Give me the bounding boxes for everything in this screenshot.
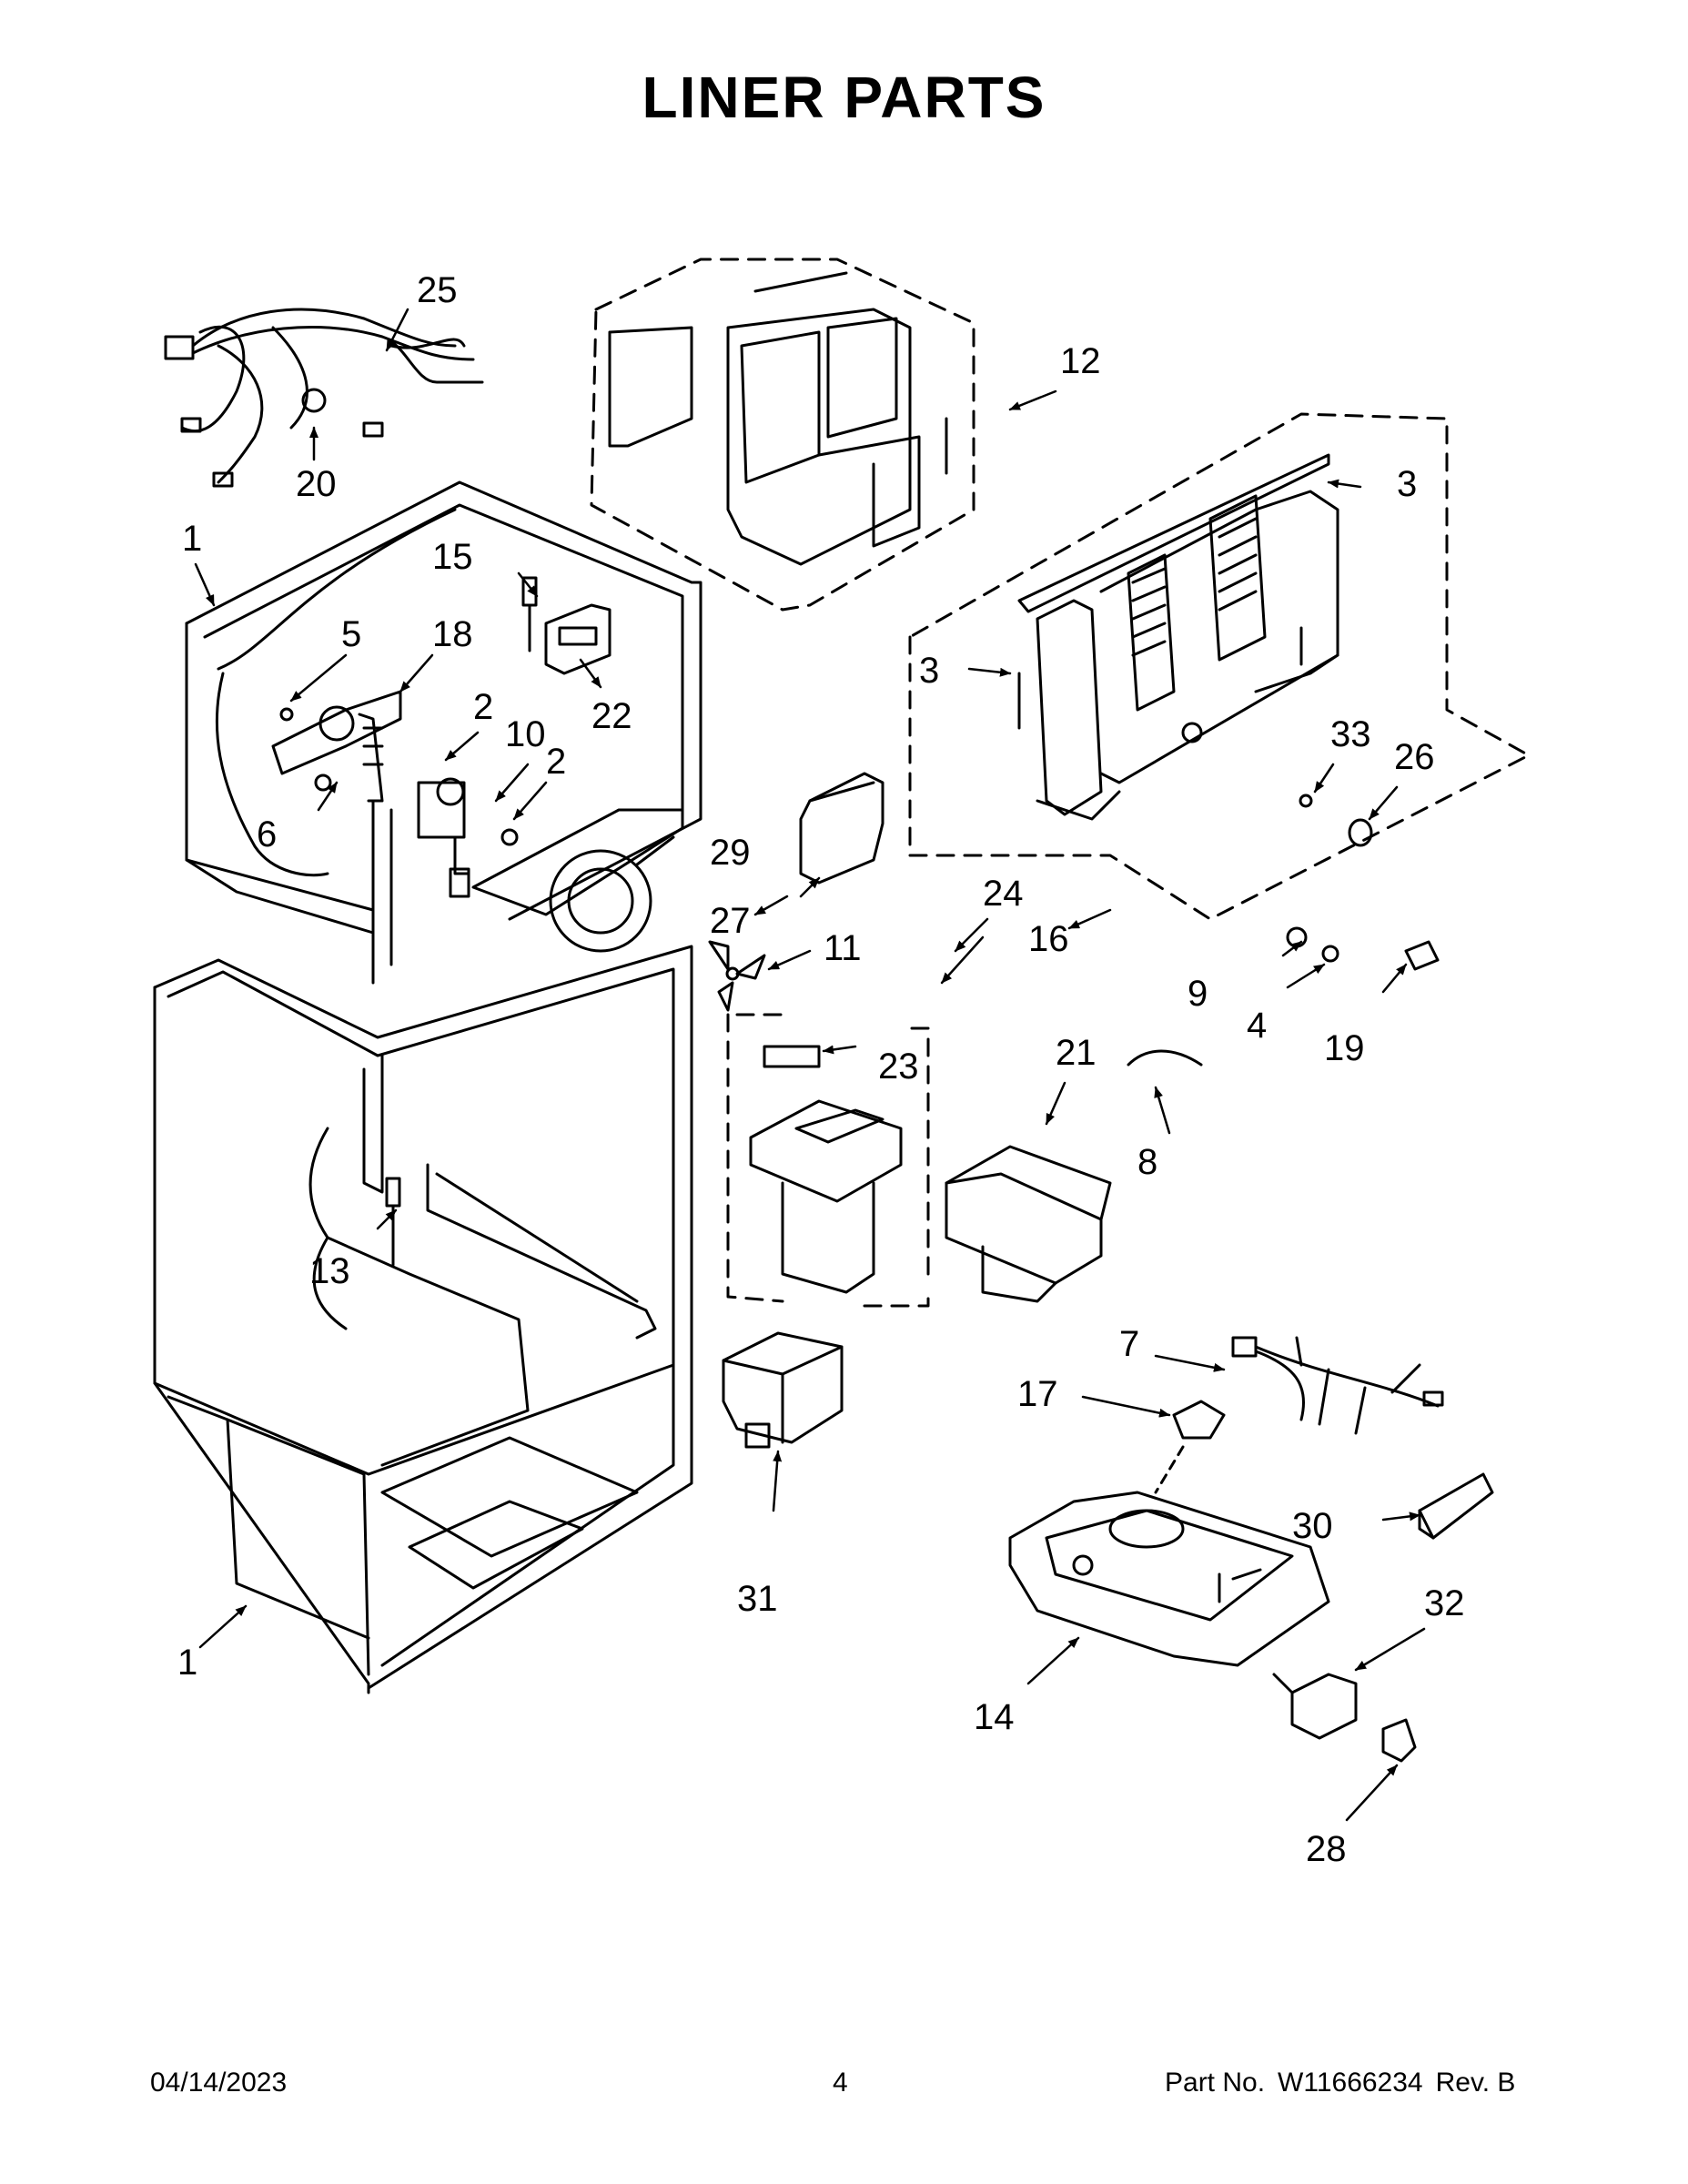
callout-21: 21 <box>1056 1033 1097 1073</box>
callout-29: 29 <box>710 833 751 873</box>
callout-9: 9 <box>1188 974 1208 1014</box>
callout-5: 5 <box>341 614 361 654</box>
callout-17: 17 <box>1017 1374 1058 1414</box>
callout-31: 31 <box>737 1579 778 1619</box>
air-duct-panel-group <box>908 412 1531 921</box>
callout-labels: 25 20 1 15 5 18 22 2 10 2 6 12 3 3 33 26… <box>177 270 1465 1869</box>
footer-part-number: Part No. W11666234 Rev. B <box>1165 2068 1528 2098</box>
part-number: W11666234 <box>1278 2068 1423 2098</box>
callout-2-right: 2 <box>546 742 566 782</box>
callout-15: 15 <box>432 537 473 577</box>
drain-tube-part <box>1127 1049 1203 1067</box>
fan-motor-part <box>417 777 470 898</box>
part-28-knob <box>1381 1718 1417 1763</box>
callout-18: 18 <box>432 614 473 654</box>
callout-2-left: 2 <box>473 687 493 727</box>
part-17-component <box>1154 1400 1226 1494</box>
callout-1-upper: 1 <box>182 519 202 559</box>
callout-1-lower: 1 <box>177 1643 197 1683</box>
revision: Rev. B <box>1435 2068 1516 2098</box>
callout-14: 14 <box>974 1697 1015 1737</box>
callout-22: 22 <box>591 696 632 736</box>
housing-22-part <box>544 603 612 675</box>
part-label: Part No. <box>1165 2068 1266 2098</box>
callout-23: 23 <box>878 1046 919 1087</box>
fan-shroud-part <box>471 808 684 953</box>
callout-19: 19 <box>1324 1028 1365 1068</box>
callout-28: 28 <box>1306 1829 1347 1869</box>
leader-lines <box>194 308 1426 1822</box>
harness-7-part <box>1231 1336 1444 1435</box>
callout-26: 26 <box>1394 737 1435 777</box>
callout-12: 12 <box>1060 341 1101 381</box>
part-30-control <box>1418 1472 1494 1540</box>
refrigerator-liner-part <box>153 945 693 1694</box>
callout-10: 10 <box>505 714 546 754</box>
callout-7: 7 <box>1119 1324 1139 1364</box>
callout-16: 16 <box>1028 919 1069 959</box>
part-32-damper <box>1272 1673 1358 1740</box>
footer-page-number: 4 <box>833 2068 848 2098</box>
callout-3-right: 3 <box>1397 464 1417 504</box>
ice-duct-assembly-group <box>726 1013 930 1308</box>
callout-3-left: 3 <box>919 651 939 691</box>
footer-date: 04/14/2023 <box>150 2068 288 2098</box>
fasteners <box>1286 794 1373 963</box>
callout-33: 33 <box>1330 714 1371 754</box>
callout-20: 20 <box>296 464 337 504</box>
switch-19-part <box>1404 940 1440 971</box>
drain-pan-part <box>1008 1491 1330 1667</box>
air-tower-assembly-group <box>590 258 975 612</box>
callout-13: 13 <box>309 1251 350 1291</box>
callout-32: 32 <box>1424 1583 1465 1623</box>
fan-blade-part <box>708 940 766 1012</box>
ice-bin-31-part <box>722 1331 844 1449</box>
callout-4: 4 <box>1247 1006 1267 1046</box>
callout-25: 25 <box>417 270 458 310</box>
callout-6: 6 <box>257 814 277 854</box>
callout-24: 24 <box>983 874 1024 914</box>
wire-harness-part <box>164 308 484 488</box>
freezer-liner-part <box>185 480 702 985</box>
bracket-and-screws <box>271 690 519 846</box>
callout-8: 8 <box>1137 1142 1157 1182</box>
drain-housing-part <box>945 1145 1112 1303</box>
callout-11: 11 <box>824 928 862 968</box>
callout-30: 30 <box>1292 1506 1333 1546</box>
cover-27-part <box>799 772 884 885</box>
page-title: LINER PARTS <box>642 65 1046 130</box>
callout-27: 27 <box>710 901 751 941</box>
